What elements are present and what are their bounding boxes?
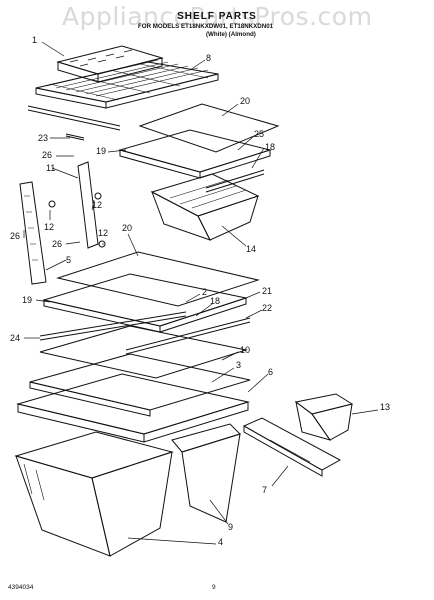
callout-label: 13 [380,402,391,412]
shelf-bracket [242,417,342,477]
door-bin [294,393,354,441]
callout-label: 1 [32,35,38,45]
callout-label: 4 [218,537,224,547]
crisper-drawers [14,423,241,557]
egg-tray [56,45,164,83]
callout-label: 21 [262,286,273,296]
callout-label: 10 [240,345,251,355]
callout-label: 18 [265,142,276,152]
footer-part-code: 4394034 [8,584,34,591]
callout-label: 22 [262,303,273,313]
callout-label: 24 [10,333,21,343]
callout-label: 19 [96,146,107,156]
callout-label: 26 [52,239,63,249]
callout-label: 12 [92,200,103,210]
callout-label: 9 [228,522,234,532]
callout-label: 5 [66,255,72,265]
leader-lines [23,41,379,545]
callout-label: 18 [210,296,221,306]
callout-label: 26 [42,150,53,160]
callout-label: 7 [262,485,268,495]
callout-label: 12 [98,228,109,238]
deli-drawer [150,173,260,241]
watermark: AppliancePartsPros.com [62,2,373,31]
callout-label: 12 [44,222,55,232]
callout-label: 8 [206,53,212,63]
variant-line: (White) (Almond) [206,31,256,38]
callout-label: 3 [236,360,242,370]
callout-label: 20 [240,96,251,106]
callout-label: 19 [22,295,33,305]
callout-label: 26 [10,231,21,241]
callout-label: 25 [254,129,265,139]
callout-label: 2 [202,287,208,297]
diagram-title: SHELF PARTS [177,11,257,22]
model-line: FOR MODELS ET18NKXDW01, ET18NKXDN01 [138,23,274,30]
callout-label: 6 [268,367,274,377]
page-number: 9 [212,584,216,591]
callout-label: 11 [46,163,56,173]
callout-label: 20 [122,223,133,233]
callout-label: 23 [38,133,49,143]
shelf-supports [19,161,106,285]
callout-label: 14 [246,244,257,254]
